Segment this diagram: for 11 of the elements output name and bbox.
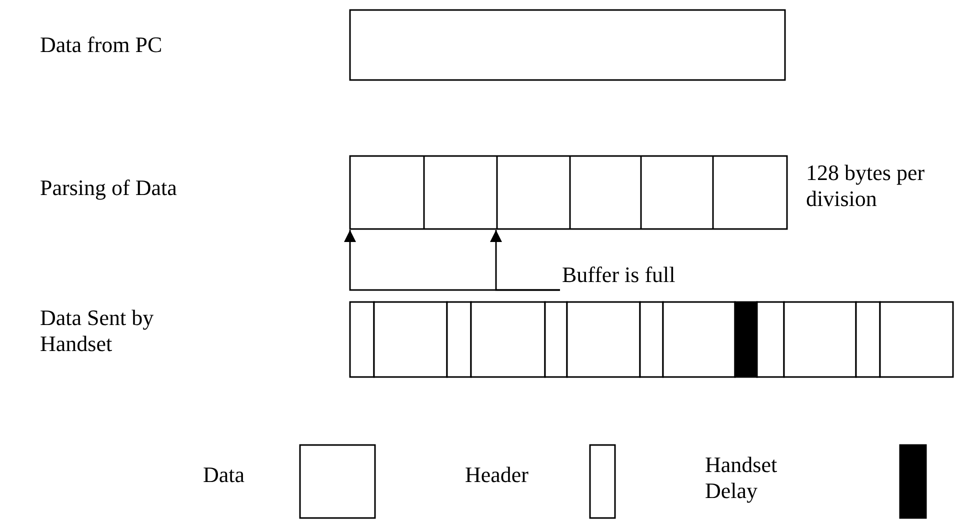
legend-label: Data — [203, 462, 246, 488]
divided-bar — [349, 155, 788, 230]
legend-label: Header — [465, 462, 530, 488]
data-bar — [349, 9, 786, 81]
annotation-text: 128 bytes per division — [806, 160, 926, 212]
annotation-text: Buffer is full — [562, 262, 737, 288]
legend-label: Handset Delay — [705, 452, 778, 504]
row-label: Data Sent by Handset — [40, 305, 155, 357]
row-label: Data from PC — [40, 32, 164, 58]
arrow — [490, 230, 560, 291]
row-label: Parsing of Data — [40, 175, 178, 201]
